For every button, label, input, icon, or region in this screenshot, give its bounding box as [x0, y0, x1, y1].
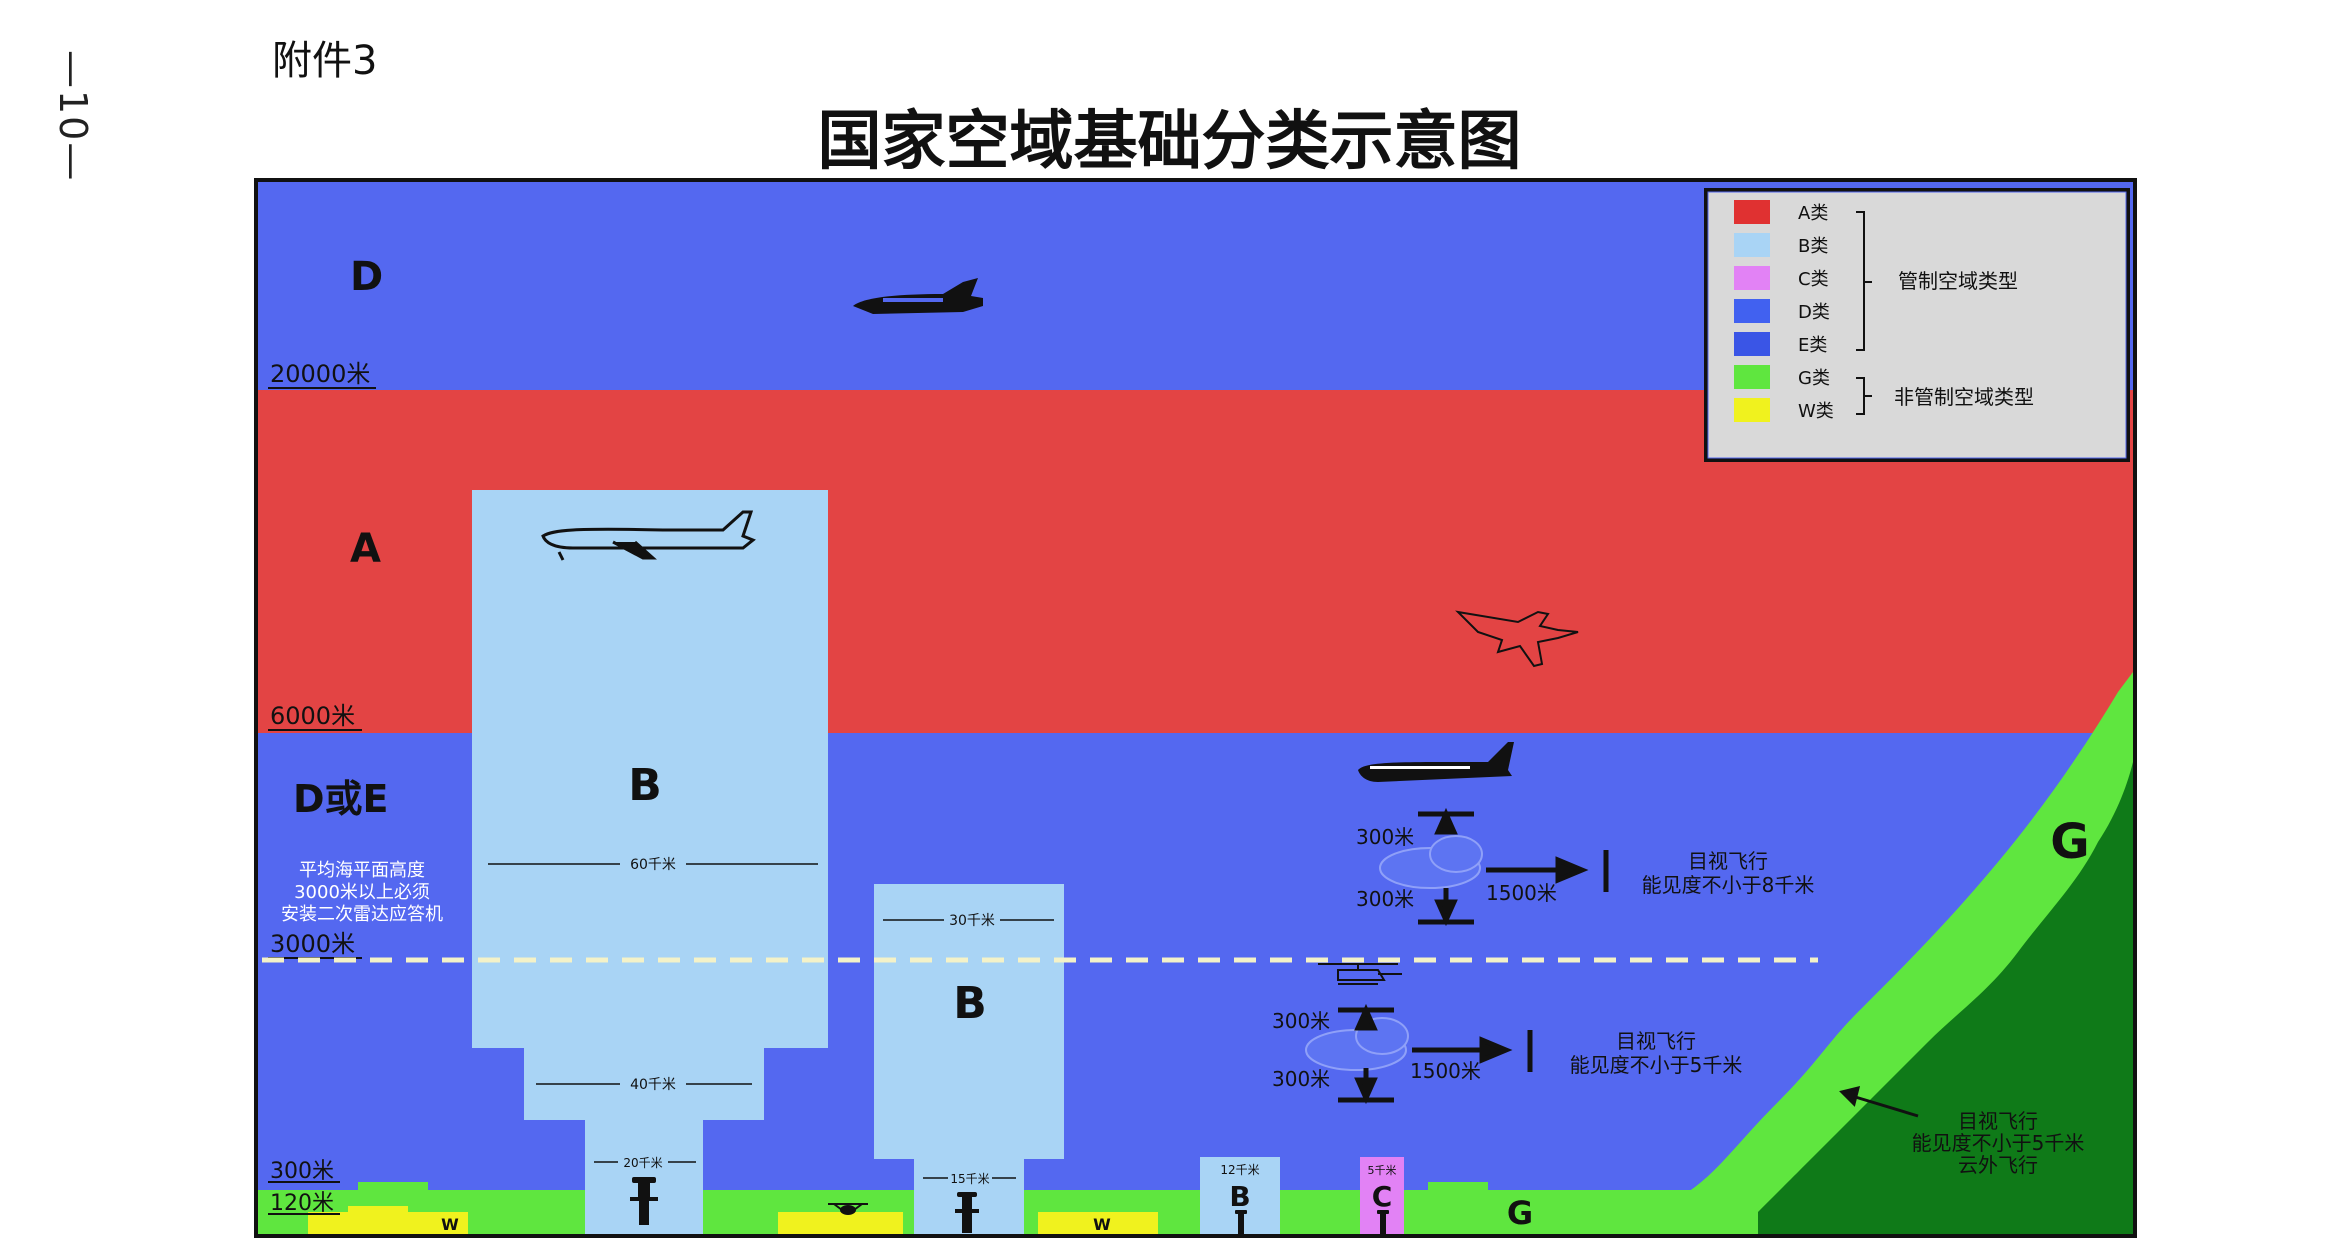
- radius-label-15km: 15千米: [950, 1172, 989, 1186]
- radius-label-20km: 20千米: [623, 1156, 662, 1170]
- zone-label-w-1: W: [441, 1215, 459, 1234]
- cloud-lower-icon: [1305, 1017, 1409, 1071]
- class-b-medium-airport: [874, 884, 1064, 1234]
- vfr-g-line3: 云外飞行: [1958, 1153, 2038, 1177]
- zone-label-b-large: B: [628, 760, 662, 811]
- vfr-upper-horizontal: 1500米: [1486, 881, 1557, 905]
- legend-swatch: [1734, 200, 1770, 224]
- legend-label: G类: [1798, 368, 1830, 389]
- g-pointer-arrow: [1839, 1085, 1919, 1118]
- drone-icon: [828, 1203, 868, 1215]
- cloud-upper-icon: [1379, 835, 1483, 889]
- legend-swatch: [1734, 233, 1770, 257]
- ground-bump: [1428, 1182, 1488, 1192]
- page-title: 国家空域基础分类示意图: [817, 104, 1522, 179]
- vfr-lower-line2: 能见度不小于5千米: [1570, 1053, 1743, 1077]
- class-b-large-airport: [472, 490, 828, 1234]
- vfr-lower-line1: 目视飞行: [1616, 1029, 1696, 1053]
- vfr-upper-above: 300米: [1356, 825, 1414, 849]
- legend-swatch: [1734, 365, 1770, 389]
- altitude-3000: 3000米: [270, 930, 355, 958]
- class-w-zone-1b: [348, 1206, 408, 1214]
- transponder-note-line2: 3000米以上必须: [294, 882, 430, 903]
- legend-label: D类: [1798, 302, 1830, 323]
- class-w-zone-1: [308, 1212, 468, 1234]
- control-tower-icon: [955, 1192, 979, 1233]
- attachment-label: 附件3: [272, 38, 378, 84]
- altitude-20000: 20000米: [270, 360, 370, 388]
- altitude-120: 120米: [270, 1191, 334, 1216]
- vfr-upper-line2: 能见度不小于8千米: [1642, 873, 1815, 897]
- terrain-g-dark: [1758, 762, 2133, 1234]
- vfr-lower-above: 300米: [1272, 1009, 1330, 1033]
- space-shuttle-icon: [853, 278, 983, 314]
- class-w-zone-3: [1038, 1212, 1158, 1234]
- vfr-g-line2: 能见度不小于5千米: [1912, 1131, 2085, 1155]
- control-tower-icon: [1235, 1210, 1247, 1234]
- zone-label-g-ground: G: [1507, 1194, 1533, 1232]
- zone-label-d: D: [350, 254, 383, 300]
- radius-label-5km: 5千米: [1368, 1164, 1397, 1177]
- legend-swatch: [1734, 299, 1770, 323]
- transponder-note-line1: 平均海平面高度: [299, 860, 425, 881]
- radius-label-60km: 60千米: [630, 857, 676, 873]
- vfr-upper-below: 300米: [1356, 887, 1414, 911]
- altitude-6000: 6000米: [270, 702, 355, 730]
- zone-label-b-medium: B: [953, 978, 987, 1029]
- control-tower-icon: [630, 1177, 658, 1225]
- zone-label-c: C: [1372, 1180, 1393, 1213]
- zone-label-g-terrain: G: [2050, 814, 2089, 870]
- vfr-lower-horizontal: 1500米: [1410, 1059, 1481, 1083]
- legend-label: W类: [1798, 401, 1834, 422]
- zone-label-w-2: W: [1093, 1215, 1111, 1234]
- legend-label: E类: [1798, 335, 1827, 356]
- legend-label: A类: [1798, 203, 1828, 224]
- zone-label-b-small: B: [1229, 1180, 1250, 1213]
- class-w-zone-2: [778, 1212, 903, 1234]
- legend-swatch: [1734, 398, 1770, 422]
- legend-swatch: [1734, 332, 1770, 356]
- legend-label: C类: [1798, 269, 1829, 290]
- legend-label: B类: [1798, 236, 1828, 257]
- altitude-300: 300米: [270, 1159, 334, 1184]
- airliner-small-icon: [1358, 742, 1514, 782]
- vfr-lower-below: 300米: [1272, 1067, 1330, 1091]
- legend-uncontrolled-label: 非管制空域类型: [1894, 385, 2034, 409]
- legend: A类 B类 C类 D类 E类 G类 W类 管制空域类型 非管制空域类型: [1704, 188, 2130, 462]
- control-tower-icon: [1377, 1210, 1389, 1234]
- fighter-jet-icon: [1455, 610, 1579, 668]
- vfr-upper-line1: 目视飞行: [1688, 849, 1768, 873]
- airspace-diagram: 60千米 40千米 20千米 30千米 15千米 12千米 5千米 D A D或…: [254, 178, 2137, 1238]
- zone-label-a: A: [350, 526, 381, 572]
- vfr-g-line1: 目视飞行: [1958, 1109, 2038, 1133]
- legend-swatch: [1734, 266, 1770, 290]
- zone-label-d-or-e: D或E: [293, 777, 389, 821]
- airliner-icon: [541, 510, 756, 561]
- ground-bump: [358, 1182, 428, 1192]
- transponder-note-line3: 安装二次雷达应答机: [281, 904, 443, 925]
- radius-label-30km: 30千米: [949, 913, 995, 929]
- helicopter-icon: [1318, 963, 1402, 985]
- radius-label-40km: 40千米: [630, 1077, 676, 1093]
- radius-label-12km: 12千米: [1220, 1163, 1259, 1177]
- legend-controlled-label: 管制空域类型: [1898, 269, 2018, 293]
